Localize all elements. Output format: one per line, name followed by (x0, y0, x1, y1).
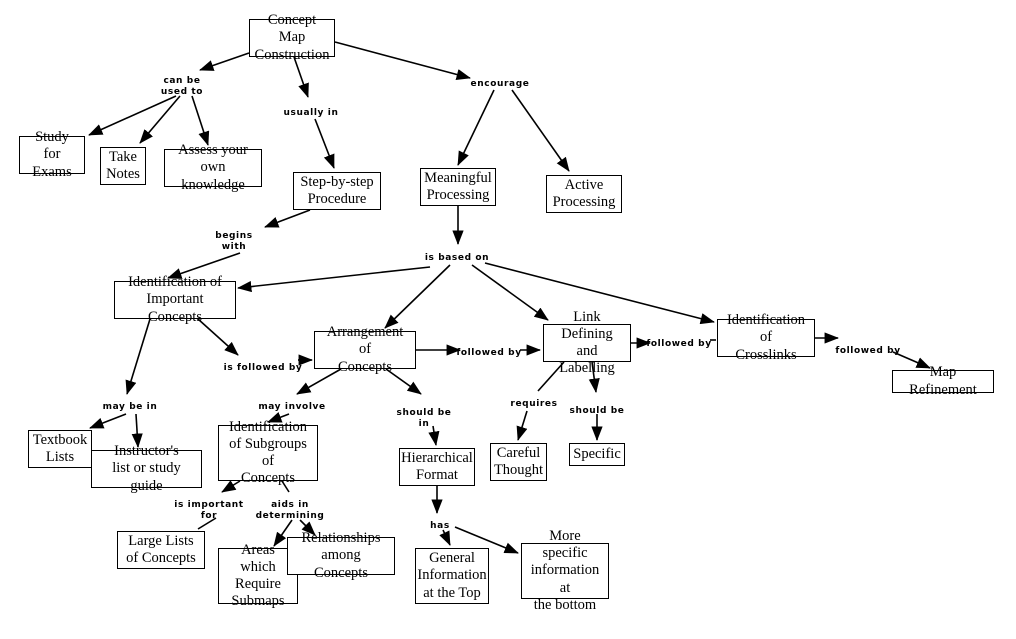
link-label-usually-in: usually in (283, 108, 339, 118)
link-label-aids-in-determining: aids in determining (255, 500, 325, 522)
link-label-is-based-on: is based on (424, 253, 490, 263)
node-large-lists-of-concepts[interactable]: Large Lists of Concepts (117, 531, 205, 569)
link-label-is-important-for: is important for (174, 500, 244, 522)
link-label-may-be-in: may be in (102, 402, 158, 412)
link-label-requires: requires (510, 399, 558, 409)
edge-canbeusedto-to-study (88, 95, 177, 136)
node-identification-of-subgroups-of-concepts[interactable]: Identification of Subgroups of Concepts (218, 419, 318, 486)
edge-requires-to-careful (516, 410, 528, 441)
edge-isbasedon-to-identification (237, 266, 431, 293)
node-more-specific-information-at-the-bottom[interactable]: More specific information at the bottom (521, 528, 609, 613)
edge-maybein-to-instructors (131, 413, 143, 448)
link-label-has: has (430, 521, 450, 531)
edge-encourage-to-active (511, 89, 570, 172)
edge-has-to-general (439, 529, 451, 546)
edge-maybein-to-textbook (89, 413, 127, 429)
edge-cmc-to-encourage (334, 41, 471, 80)
node-areas-which-require-submaps[interactable]: Areas which Require Submaps (218, 542, 298, 609)
node-map-refinement[interactable]: Map Refinement (892, 364, 994, 398)
link-label-followed-by-1: followed by (456, 348, 522, 358)
link-label-should-be: should be (569, 406, 625, 416)
link-label-followed-by-2: followed by (646, 339, 712, 349)
link-label-encourage: encourage (470, 79, 530, 89)
edge-canbeusedto-to-assess (191, 95, 210, 146)
node-meaningful-processing[interactable]: Meaningful Processing (420, 168, 496, 206)
edge-encourage-to-meaningful (457, 89, 495, 166)
edge-stepbystep-to-beginswith (264, 209, 311, 228)
link-label-may-involve: may involve (258, 402, 326, 412)
node-step-by-step-procedure[interactable]: Step-by-step Procedure (293, 172, 381, 210)
node-concept-map-construction[interactable]: Concept Map Construction (249, 12, 335, 63)
link-label-followed-by-3: followed by (835, 346, 901, 356)
edge-cmc-to-canbeusedto (199, 52, 250, 71)
node-link-defining-and-labelling[interactable]: Link Defining and Labelling (543, 309, 631, 376)
node-identification-of-important-concepts[interactable]: Identification of Important Concepts (114, 274, 236, 325)
edge-canbeusedto-to-takenotes (139, 95, 181, 144)
edge-isbasedon-to-arrangement (384, 264, 451, 329)
node-active-processing[interactable]: Active Processing (546, 175, 622, 213)
node-general-information-at-the-top[interactable]: General Information at the Top (415, 548, 489, 604)
node-instructors-list-or-study-guide[interactable]: Instructor's list or study guide (91, 443, 202, 494)
edge-isbasedon-to-linkdefining (471, 264, 549, 321)
link-label-can-be-used-to: can be used to (160, 76, 204, 98)
link-label-begins-with: begins with (215, 231, 253, 253)
node-careful-thought[interactable]: Careful Thought (490, 443, 547, 481)
node-textbook-lists[interactable]: Textbook Lists (28, 430, 92, 468)
node-specific[interactable]: Specific (569, 443, 625, 466)
node-hierarchical-format[interactable]: Hierarchical Format (399, 448, 475, 486)
node-identification-of-crosslinks[interactable]: Identification of Crosslinks (717, 312, 815, 363)
node-arrangement-of-concepts[interactable]: Arrangement of Concepts (314, 324, 416, 375)
node-take-notes[interactable]: Take Notes (100, 147, 146, 185)
link-label-should-be-in: should be in (396, 408, 452, 430)
edge-identification-to-maybein (125, 318, 151, 395)
edge-usuallyin-to-stepbystep (314, 118, 335, 169)
link-label-is-followed-by: is followed by (223, 363, 303, 373)
node-study-for-exams[interactable]: Study for Exams (19, 129, 85, 180)
node-assess-your-own-knowledge[interactable]: Assess your own knowledge (164, 142, 262, 193)
node-relationships-among-concepts[interactable]: Relationships among Concepts (287, 530, 395, 581)
